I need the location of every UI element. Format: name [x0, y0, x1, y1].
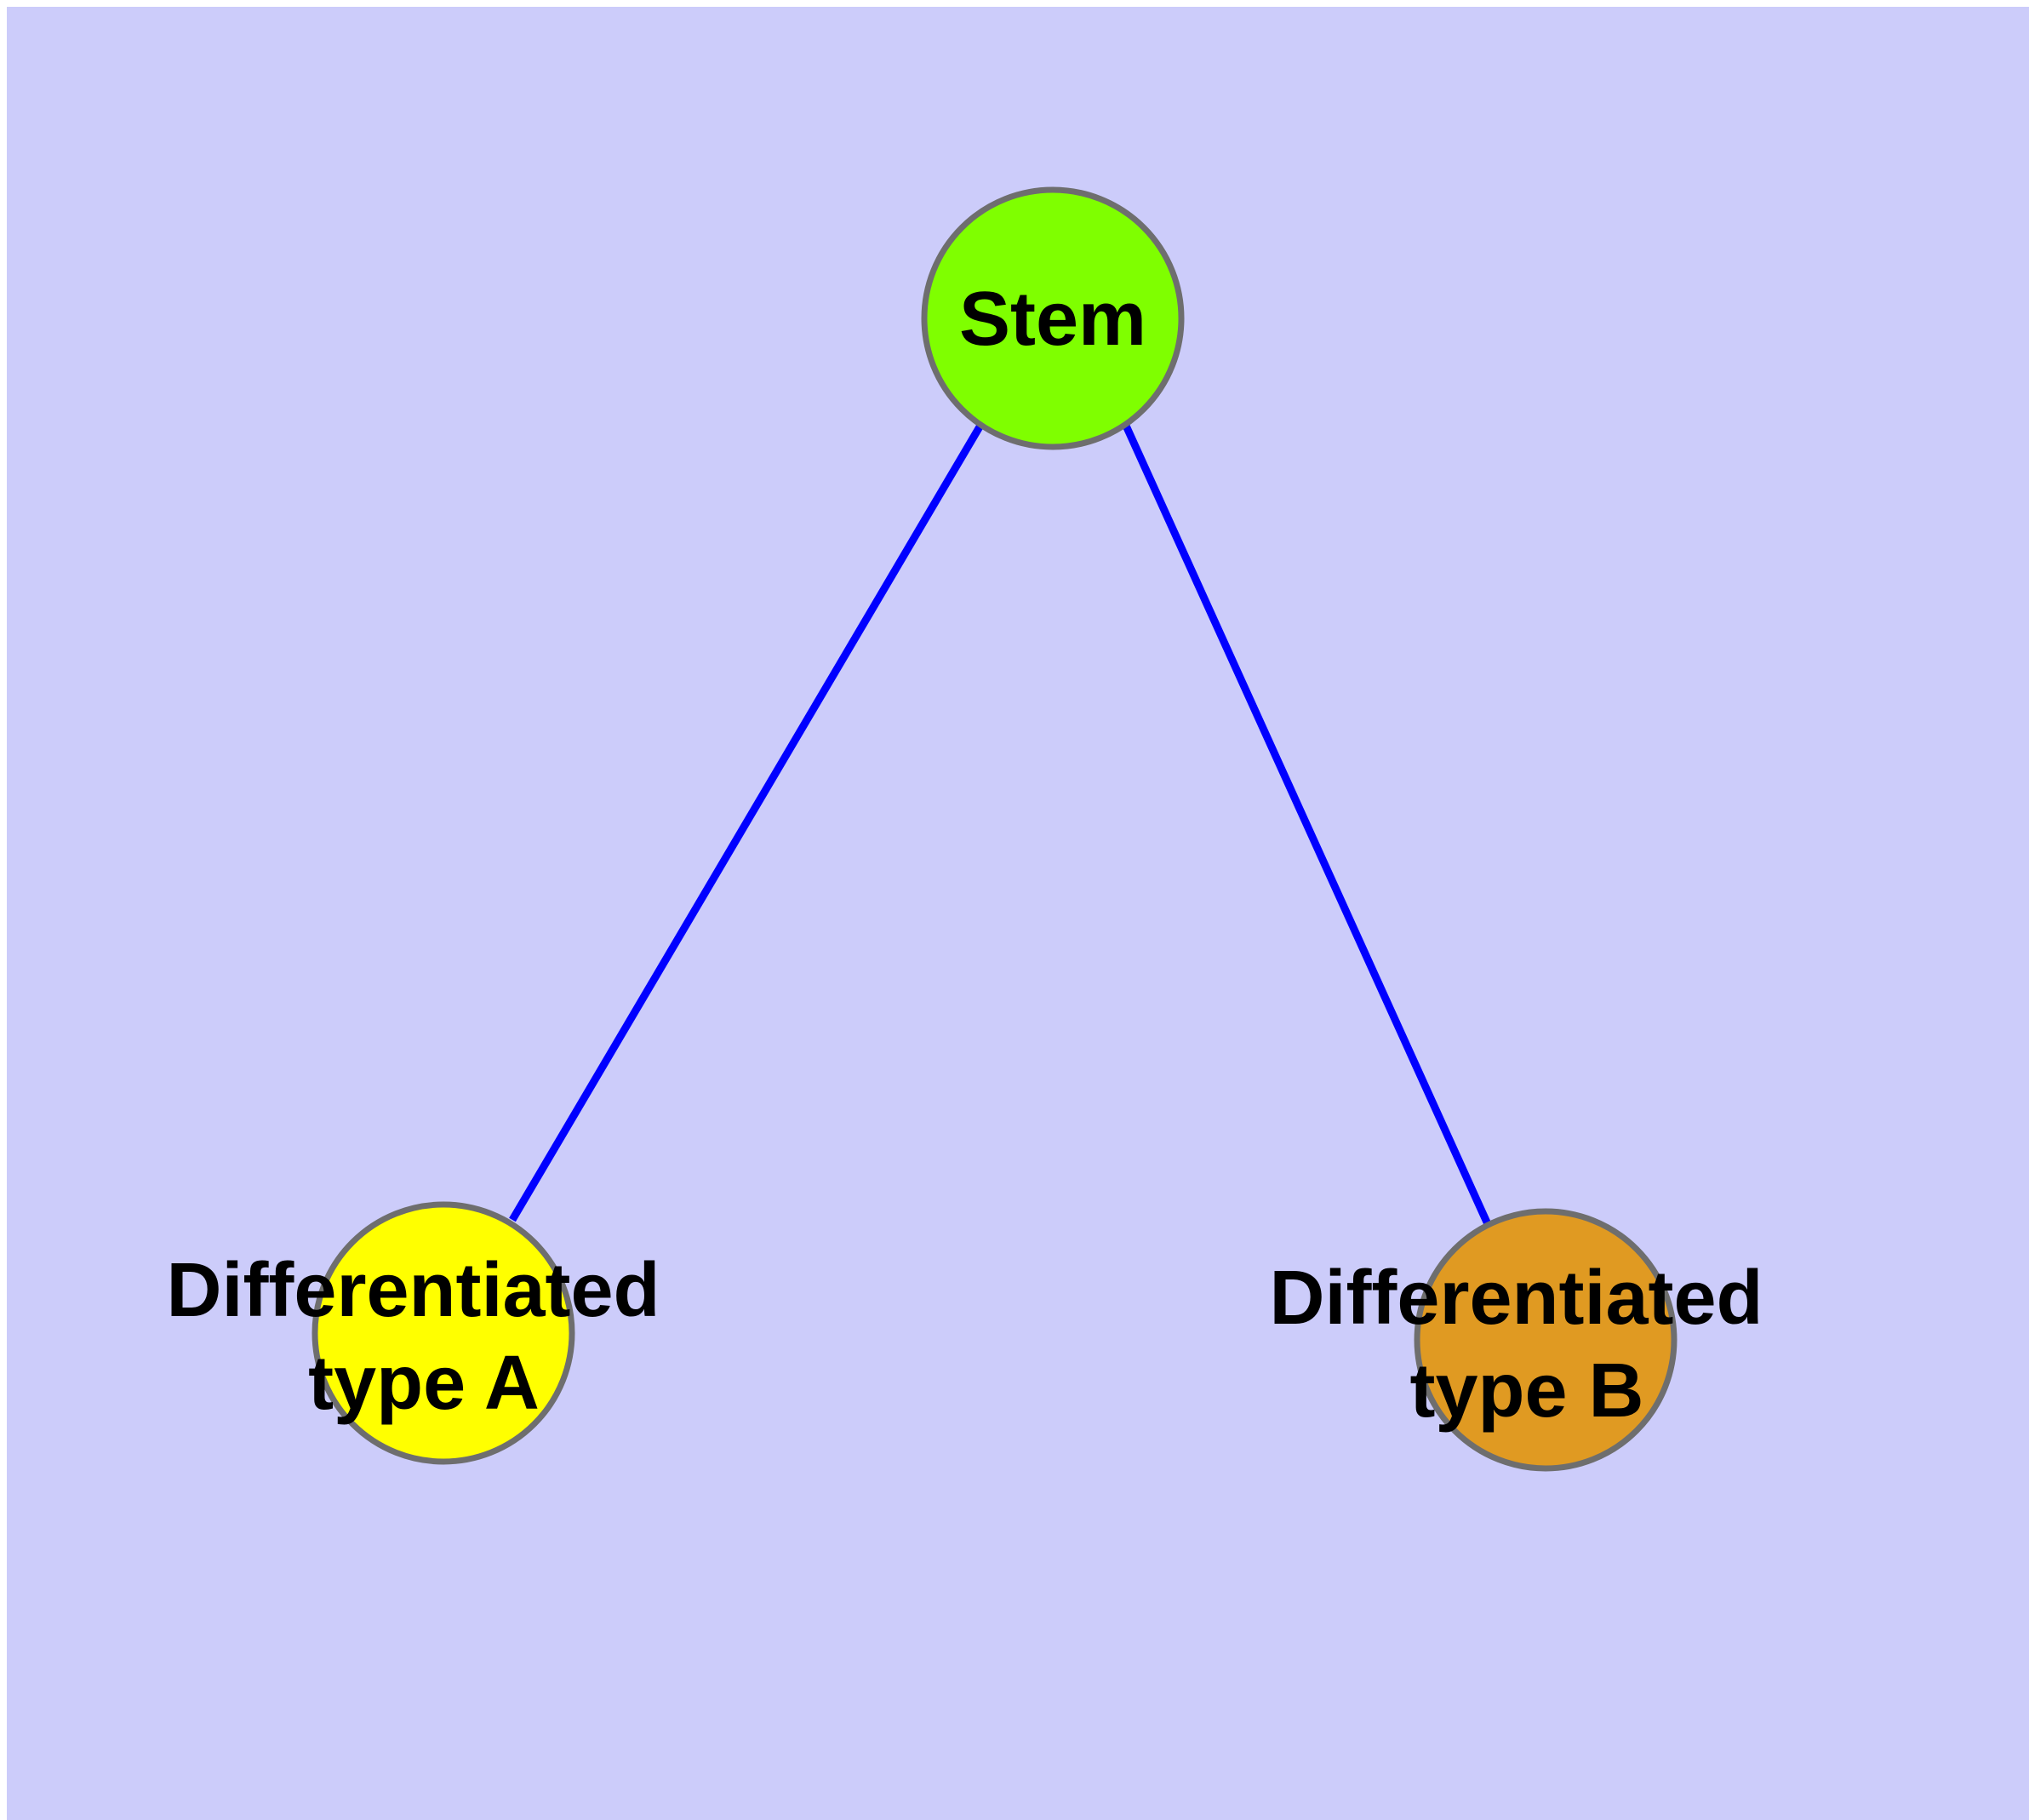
node-differentiated-type-b-label-line-2: type B	[1409, 1348, 1643, 1434]
node-differentiated-type-b[interactable]	[1414, 1208, 1677, 1472]
node-differentiated-type-a-label-line-2: type A	[308, 1341, 540, 1426]
node-label-layer: Stem Differentiated type A Differentiate…	[166, 277, 1784, 1434]
node-differentiated-type-a[interactable]	[311, 1201, 575, 1465]
node-stem-label: Stem	[959, 277, 1146, 362]
node-differentiated-type-b-label: Differentiated type B	[1269, 1256, 1784, 1434]
node-differentiated-type-a-label-line-1: Differentiated	[166, 1248, 660, 1333]
node-differentiated-type-a-label: Differentiated type A	[166, 1248, 681, 1426]
node-stem-circle[interactable]	[921, 186, 1185, 450]
diagram-plot-area: Stem Differentiated type A Differentiate…	[7, 7, 2029, 1820]
edge-layer	[509, 421, 1492, 1226]
node-differentiated-type-b-circle[interactable]	[1414, 1208, 1677, 1472]
edge-stem-to-differentiated-type-b[interactable]	[1122, 424, 1492, 1226]
node-differentiated-type-a-circle[interactable]	[311, 1201, 575, 1465]
node-stem[interactable]	[921, 186, 1185, 450]
node-stem-label-line-1: Stem	[959, 277, 1146, 362]
node-layer	[311, 186, 1677, 1472]
node-differentiated-type-b-label-line-1: Differentiated	[1269, 1256, 1763, 1341]
edge-stem-to-differentiated-type-a[interactable]	[509, 421, 985, 1222]
node-link-graph: Stem Differentiated type A Differentiate…	[166, 186, 1784, 1472]
